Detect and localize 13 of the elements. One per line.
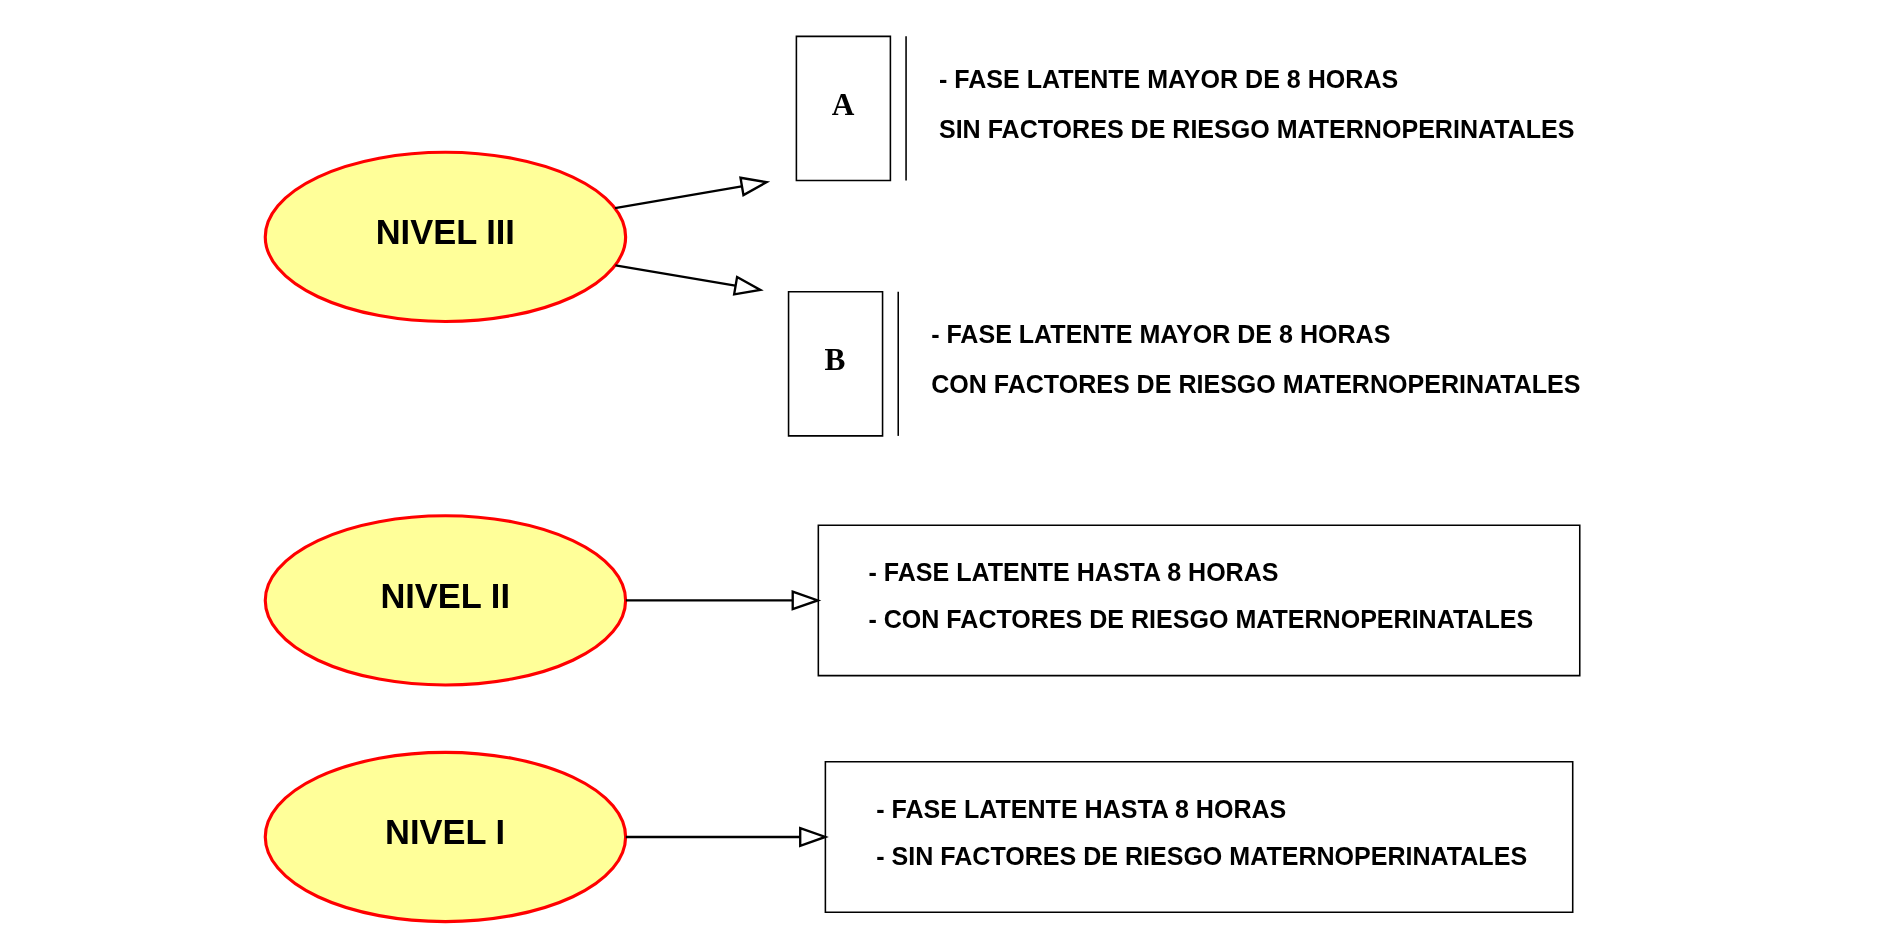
arrow [625,826,829,848]
node-label: - FASE LATENTE MAYOR DE 8 HORAS [931,320,1391,349]
node-box: - FASE LATENTE HASTA 8 HORAS - CON FACTORES DE RIESGO MATERNOPERINATALES [817,524,1581,677]
node-ellipse: NIVEL I [263,750,628,924]
node-box: - FASE LATENTE HASTA 8 HORAS - SIN FACTORES DE RIESGO MATERNOPERINATALES [824,760,1574,913]
node-label: CON FACTORES DE RIESGO MATERNOPERINATALES [931,370,1581,399]
node-label: SIN FACTORES DE RIESGO MATERNOPERINATALES [938,114,1575,143]
arrow [625,589,822,611]
node-label: - FASE LATENTE MAYOR DE 8 HORAS [938,64,1399,93]
node-ellipse: NIVEL II [263,514,628,687]
node-ellipse: NIVEL III [263,150,628,324]
arrow [615,264,764,296]
arrow [614,176,771,210]
